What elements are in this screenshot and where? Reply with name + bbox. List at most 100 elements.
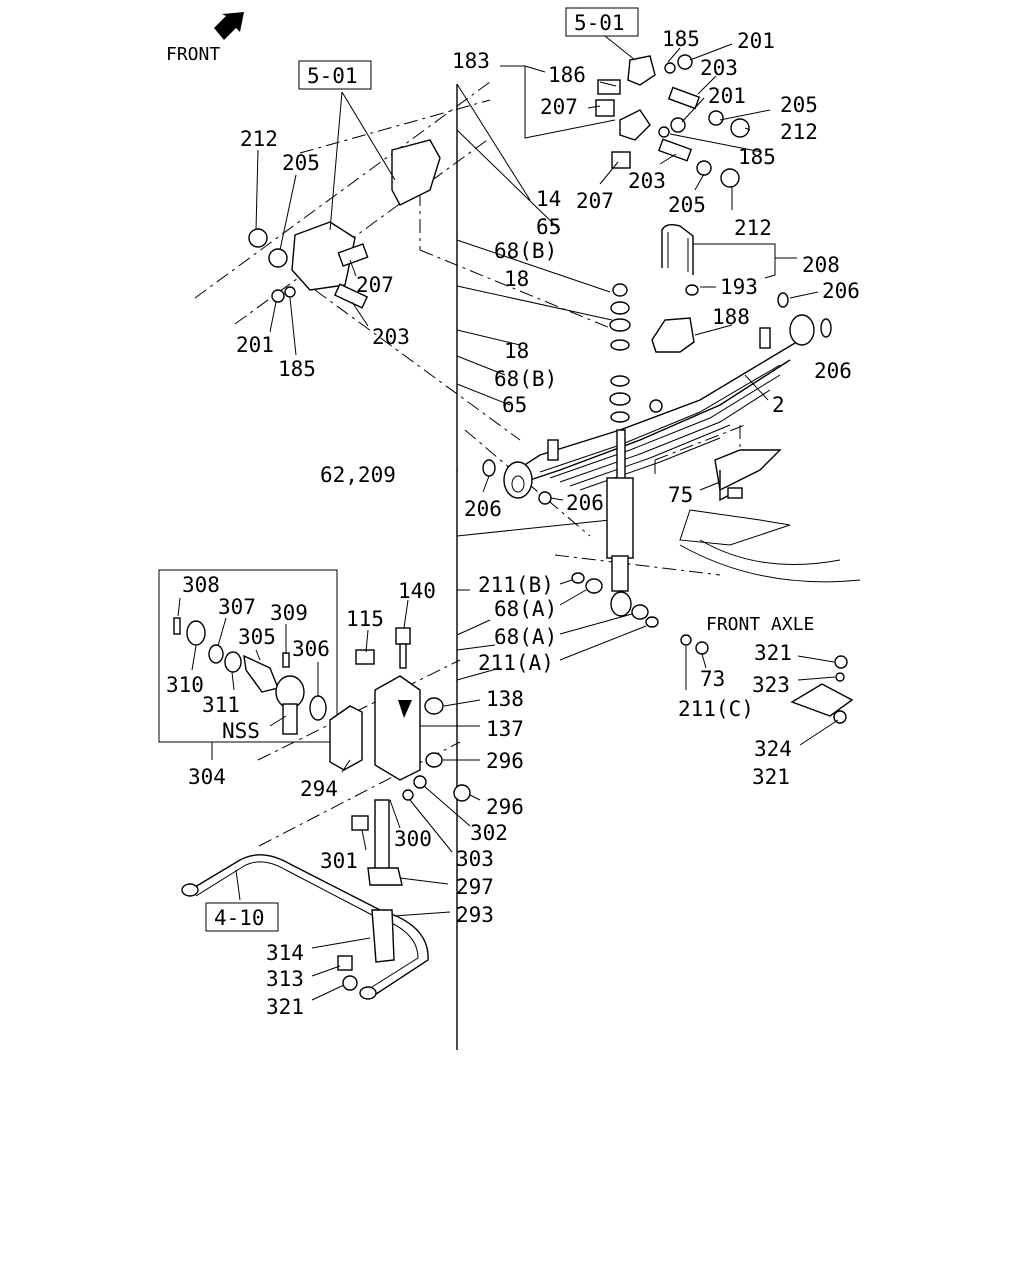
callout-293: 293 (456, 903, 494, 927)
callout-203: 203 (372, 325, 410, 349)
callout-68b: 68(B) (494, 239, 557, 263)
callout-140: 140 (398, 579, 436, 603)
callout-68a: 68(A) (494, 625, 557, 649)
callout-labels: 183 186 185 201 203 207 201 205 212 185 … (166, 27, 860, 1019)
callout-185: 185 (278, 357, 316, 381)
callout-203: 203 (700, 56, 738, 80)
callout-207: 207 (540, 95, 578, 119)
callout-309: 309 (270, 601, 308, 625)
u-bolt[interactable] (661, 223, 694, 275)
callout-305: 305 (238, 625, 276, 649)
callout-203: 203 (628, 169, 666, 193)
stabilizer-bar[interactable] (181, 854, 429, 1000)
callout-14: 14 (536, 187, 561, 211)
callout-208: 208 (802, 253, 840, 277)
callout-206: 206 (814, 359, 852, 383)
callout-201: 201 (236, 333, 274, 357)
callout-75: 75 (668, 483, 693, 507)
callout-nss: NSS (222, 719, 260, 743)
callout-205: 205 (668, 193, 706, 217)
callout-303: 303 (456, 847, 494, 871)
callout-212: 212 (240, 127, 278, 151)
frame-rail-outline (194, 81, 746, 847)
callout-65: 65 (536, 215, 561, 239)
callout-186: 186 (548, 63, 586, 87)
callout-323: 323 (752, 673, 790, 697)
callout-205: 205 (780, 93, 818, 117)
shock-absorber[interactable] (606, 429, 634, 617)
bracket-75-bolt (727, 487, 743, 499)
callout-300: 300 (394, 827, 432, 851)
callout-138: 138 (486, 687, 524, 711)
callout-296: 296 (486, 795, 524, 819)
svg-text:5-01: 5-01 (307, 64, 358, 88)
ref-box-top-right[interactable]: 5-01 (565, 7, 639, 37)
callout-211c: 211(C) (678, 697, 754, 721)
callout-324: 324 (754, 737, 792, 761)
bushing-stack-lower (571, 572, 709, 655)
front-axle-label: FRONT AXLE (706, 614, 814, 635)
callout-193: 193 (720, 275, 758, 299)
svg-text:4-10: 4-10 (214, 906, 265, 930)
callout-321: 321 (752, 765, 790, 789)
callout-65: 65 (502, 393, 527, 417)
ref-box-top-left[interactable]: 5-01 (298, 60, 372, 90)
front-arrow-icon (214, 12, 244, 40)
callout-137: 137 (486, 717, 524, 741)
callout-212: 212 (780, 120, 818, 144)
ref-box-stabilizer[interactable]: 4-10 (205, 902, 279, 932)
stabilizer-bracket[interactable] (329, 627, 471, 802)
callout-206: 206 (464, 497, 502, 521)
callout-308: 308 (182, 573, 220, 597)
callout-201: 201 (737, 29, 775, 53)
callout-206: 206 (822, 279, 860, 303)
callout-185: 185 (738, 145, 776, 169)
callout-314: 314 (266, 941, 304, 965)
callout-307: 307 (218, 595, 256, 619)
callout-68b: 68(B) (494, 367, 557, 391)
plate-324[interactable] (790, 655, 854, 724)
callout-bracket-main (456, 83, 613, 1050)
bumper-188[interactable] (651, 317, 695, 353)
callout-297: 297 (456, 875, 494, 899)
callout-294: 294 (300, 777, 338, 801)
callout-201: 201 (708, 84, 746, 108)
rear-shackle-assembly[interactable] (595, 54, 750, 188)
callout-2: 2 (772, 393, 785, 417)
callout-188: 188 (712, 305, 750, 329)
callout-321: 321 (266, 995, 304, 1019)
callout-306: 306 (292, 637, 330, 661)
callout-304: 304 (188, 765, 226, 789)
callout-321: 321 (754, 641, 792, 665)
callout-185: 185 (662, 27, 700, 51)
callout-313: 313 (266, 967, 304, 991)
callout-211a: 211(A) (478, 651, 554, 675)
callout-311: 311 (202, 693, 240, 717)
callout-18: 18 (504, 267, 529, 291)
callout-302: 302 (470, 821, 508, 845)
callout-205: 205 (282, 151, 320, 175)
callout-18: 18 (504, 339, 529, 363)
axle-bracket (679, 449, 861, 583)
callout-211b: 211(B) (478, 573, 554, 597)
callout-207: 207 (356, 273, 394, 297)
callout-212: 212 (734, 216, 772, 240)
callout-183: 183 (452, 49, 490, 73)
detail-inset-304 (158, 569, 338, 743)
svg-text:5-01: 5-01 (574, 11, 625, 35)
leader-lines (177, 35, 839, 1001)
callout-73: 73 (700, 667, 725, 691)
callout-301: 301 (320, 849, 358, 873)
callout-206: 206 (566, 491, 604, 515)
front-label: FRONT (166, 44, 220, 65)
front-hanger-assembly[interactable] (248, 139, 441, 309)
callout-310: 310 (166, 673, 204, 697)
stabilizer-link[interactable] (351, 799, 403, 886)
misc-washers (482, 284, 832, 505)
callout-296: 296 (486, 749, 524, 773)
callout-68a: 68(A) (494, 597, 557, 621)
bushing-stack-upper (609, 283, 631, 423)
callout-115: 115 (346, 607, 384, 631)
callout-207: 207 (576, 189, 614, 213)
